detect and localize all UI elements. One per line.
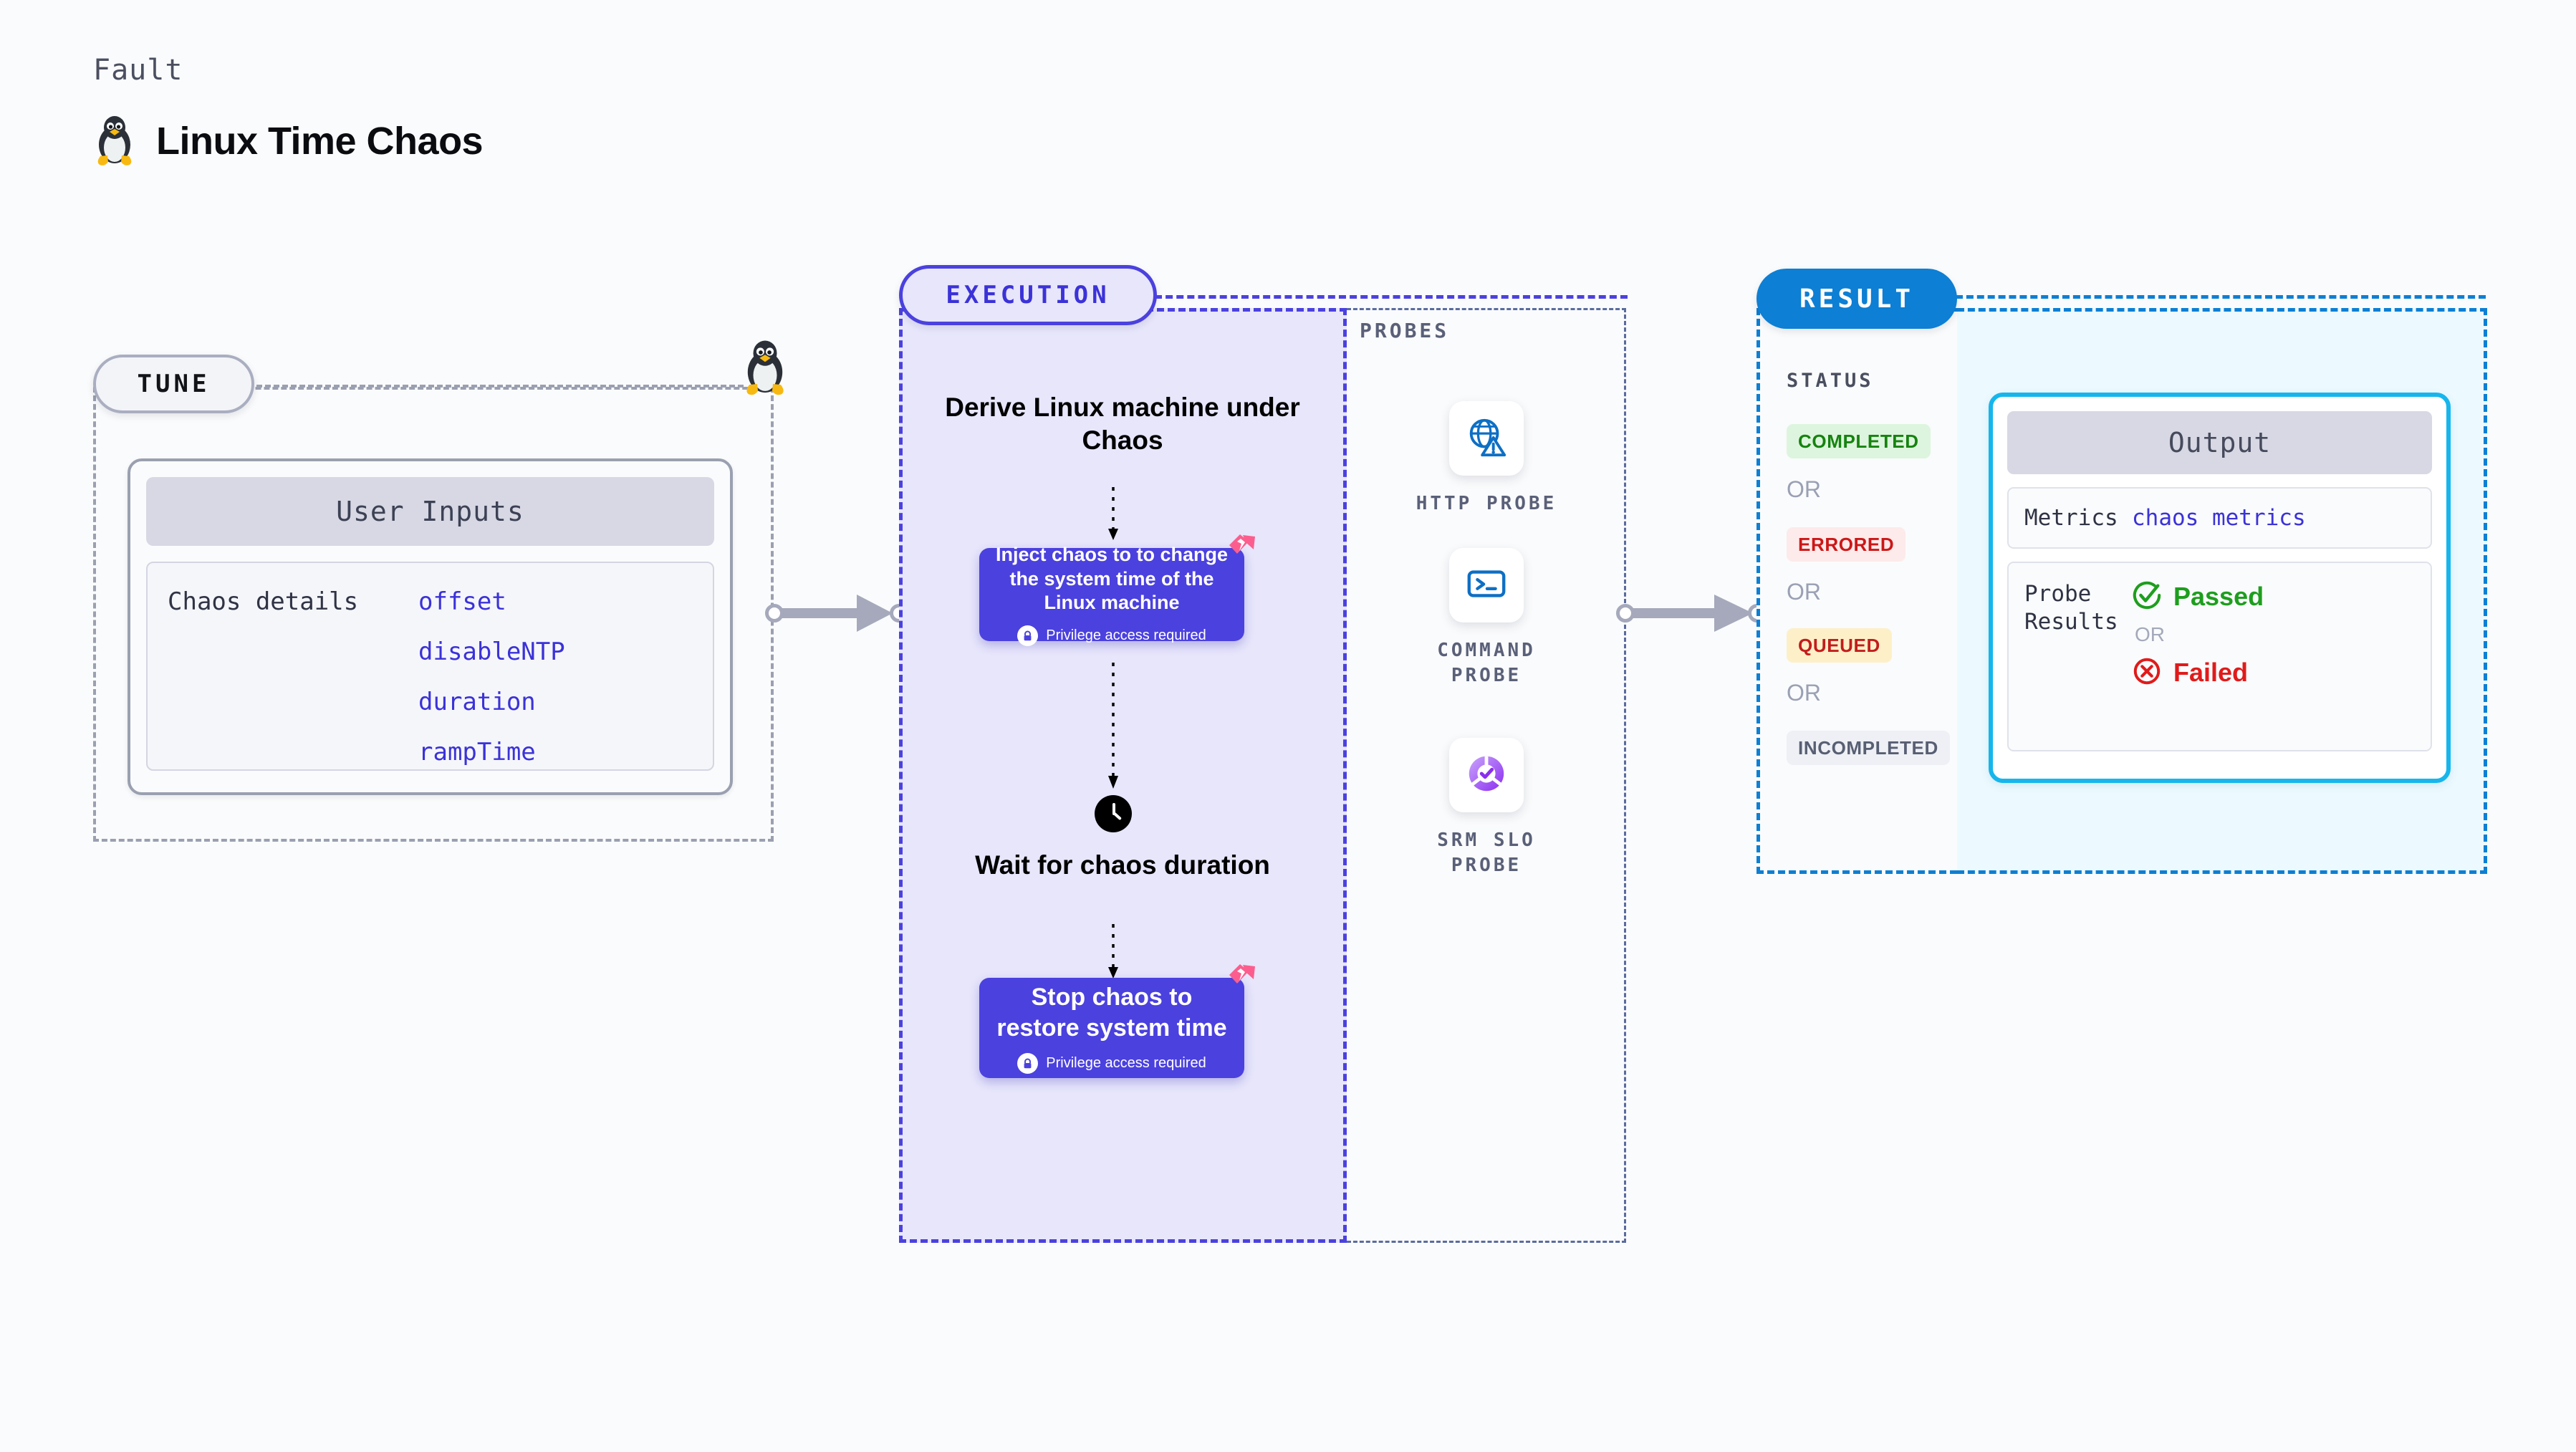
execution-pill[interactable]: EXECUTION: [899, 265, 1157, 325]
probe-result-or-label: OR: [2135, 623, 2165, 645]
status-badge-queued: QUEUED: [1787, 628, 1892, 663]
x-circle-icon: [2132, 656, 2162, 689]
output-metrics-value[interactable]: chaos metrics: [2132, 505, 2306, 531]
result-top-dashed-line: [1956, 295, 2486, 299]
execution-node-stop-text: Stop chaos to restore system time: [996, 984, 1227, 1042]
status-label: STATUS: [1787, 370, 1874, 392]
execution-top-dashed-line: [1155, 295, 1628, 299]
execution-panel: [899, 308, 1347, 1243]
arrow-derive-to-inject: [1102, 487, 1125, 546]
fault-eyebrow-label: Fault: [93, 54, 183, 87]
linux-penguin-icon-small: [741, 339, 789, 400]
output-metrics-key: Metrics: [2024, 504, 2118, 531]
status-or-label: OR: [1787, 579, 1821, 605]
globe-warning-icon: [1464, 415, 1509, 462]
tune-pill[interactable]: TUNE: [93, 355, 254, 413]
tune-to-execution-connector: [765, 589, 908, 639]
output-probe-results-key: Probe Results: [2024, 581, 2118, 635]
execution-node-stop-chaos[interactable]: Stop chaos to restore system time Privil…: [979, 964, 1255, 1078]
probe-http-label: HTTP PROBE: [1416, 493, 1557, 514]
status-badge-incompleted: INCOMPLETED: [1787, 731, 1950, 765]
chaos-parameter-list: offset disableNTP duration rampTime: [418, 587, 565, 766]
probe-srm-slo-card[interactable]: [1449, 738, 1524, 812]
status-or-label: OR: [1787, 680, 1821, 706]
probe-http-card[interactable]: [1449, 401, 1524, 476]
probe-result-failed: Failed: [2132, 656, 2264, 689]
probe-srm-slo[interactable]: SRM SLO PROBE: [1415, 738, 1558, 878]
arrow-inject-to-wait: [1102, 663, 1125, 794]
execution-node-inject-text: Inject chaos to to change the system tim…: [995, 543, 1229, 614]
arrow-wait-to-stop: [1102, 924, 1125, 984]
terminal-icon: [1464, 562, 1509, 609]
result-panel: [1756, 308, 1957, 874]
probes-label: PROBES: [1360, 319, 1450, 342]
probe-result-passed: Passed: [2132, 580, 2264, 613]
chaos-details-label: Chaos details: [168, 587, 359, 616]
connector-dot-tune-out: [765, 604, 784, 622]
privilege-note-stop: Privilege access required: [1017, 1053, 1206, 1074]
probes-to-result-connector: [1615, 589, 1769, 639]
probe-command-label: COMMAND PROBE: [1437, 640, 1536, 687]
status-badge-completed: COMPLETED: [1787, 424, 1931, 458]
slo-check-icon: [1464, 751, 1509, 799]
chaos-parameter-disablentp[interactable]: disableNTP: [418, 638, 565, 666]
execution-step-derive-title: Derive Linux machine under Chaos: [945, 393, 1300, 455]
chaos-parameter-ramptime[interactable]: rampTime: [418, 738, 536, 766]
clock-icon: [1095, 795, 1132, 832]
privilege-note-stop-text: Privilege access required: [1046, 1055, 1206, 1071]
status-or-label: OR: [1787, 476, 1821, 502]
probe-result-failed-label: Failed: [2173, 658, 2249, 687]
probe-result-passed-label: Passed: [2173, 582, 2264, 611]
output-card: Output Metrics chaos metrics Probe Resul…: [1989, 393, 2451, 783]
probe-command[interactable]: COMMAND PROBE: [1415, 548, 1558, 688]
probe-http[interactable]: HTTP PROBE: [1415, 401, 1558, 516]
user-inputs-card: User Inputs Chaos details offset disable…: [128, 458, 733, 795]
lock-icon: [1017, 1053, 1039, 1074]
connector-dot-probes-out: [1616, 604, 1635, 622]
output-probe-results-row: Probe Results Passed OR: [2007, 562, 2432, 751]
chaos-badge-icon: [1227, 532, 1257, 565]
page-title: Linux Time Chaos: [156, 120, 484, 163]
chaos-parameter-duration[interactable]: duration: [418, 688, 536, 716]
probe-command-card[interactable]: [1449, 548, 1524, 622]
probe-result-values: Passed OR Failed: [2132, 580, 2264, 689]
check-circle-icon: [2132, 580, 2162, 613]
result-pill[interactable]: RESULT: [1756, 269, 1957, 329]
status-badge-errored: ERRORED: [1787, 527, 1906, 562]
tune-to-linux-dashed-line: [256, 385, 744, 388]
page-title-row: Linux Time Chaos: [93, 115, 484, 168]
chaos-details-box: Chaos details offset disableNTP duration…: [146, 562, 714, 771]
lock-icon: [1017, 625, 1039, 647]
chaos-badge-icon: [1227, 962, 1257, 995]
user-inputs-header: User Inputs: [146, 477, 714, 546]
privilege-note-inject-text: Privilege access required: [1046, 628, 1206, 644]
linux-penguin-icon: [93, 115, 136, 168]
output-card-header: Output: [2007, 411, 2432, 474]
execution-step-wait-title: Wait for chaos duration: [975, 850, 1270, 880]
chaos-parameter-offset[interactable]: offset: [418, 587, 506, 616]
privilege-note-inject: Privilege access required: [1017, 625, 1206, 647]
execution-node-inject-chaos[interactable]: Inject chaos to to change the system tim…: [979, 534, 1255, 647]
probe-srm-slo-label: SRM SLO PROBE: [1437, 830, 1536, 877]
output-metrics-row: Metrics chaos metrics: [2007, 487, 2432, 549]
